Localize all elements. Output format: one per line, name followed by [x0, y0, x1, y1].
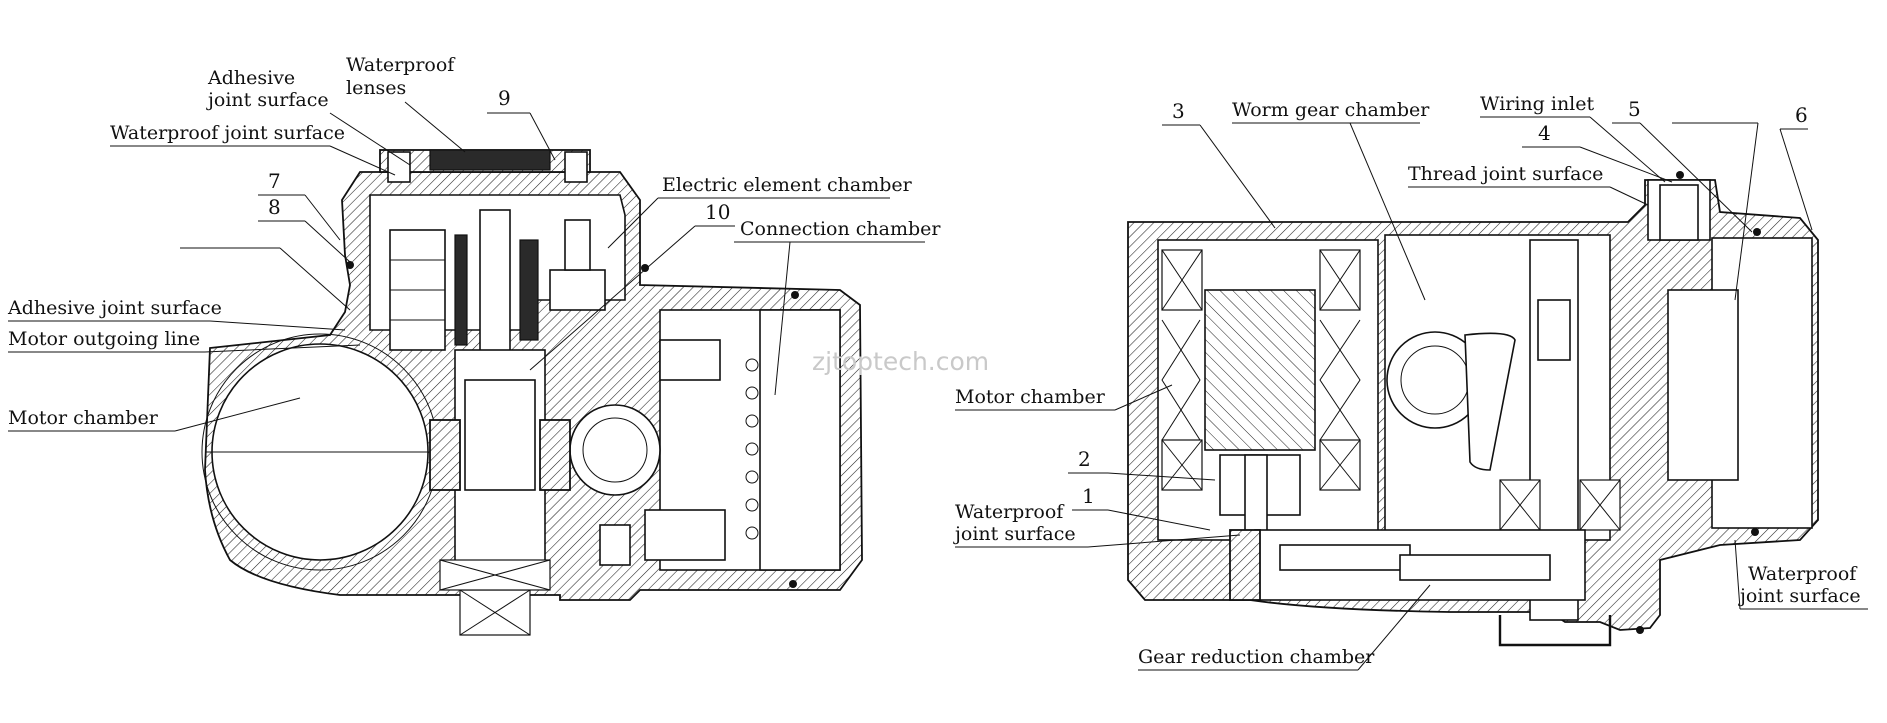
- label-number-9: 9: [498, 86, 511, 110]
- label-waterproof-joint-left-l1: Waterproof: [955, 501, 1065, 523]
- right-view-drawing: [1127, 171, 1819, 647]
- left-view-annotations: Adhesive joint surface Waterproof lenses…: [7, 54, 941, 432]
- waterproof-lens: [429, 149, 551, 171]
- label-number-5: 5: [1628, 97, 1641, 121]
- label-number-7: 7: [268, 169, 281, 193]
- label-motor-outgoing-line: Motor outgoing line: [8, 328, 200, 350]
- label-worm-gear-chamber: Worm gear chamber: [1232, 99, 1430, 121]
- label-adhesive-top-l2: joint surface: [206, 89, 329, 111]
- label-motor-chamber-left: Motor chamber: [8, 407, 159, 429]
- label-connection-chamber: Connection chamber: [740, 218, 941, 240]
- terminal-screws: [745, 358, 759, 540]
- label-number-4: 4: [1538, 121, 1551, 145]
- label-waterproof-lenses-l1: Waterproof: [346, 54, 456, 76]
- motor-rotor: [1204, 289, 1316, 451]
- label-waterproof-joint-right-l2: joint surface: [1738, 585, 1861, 607]
- label-electric-element-chamber: Electric element chamber: [662, 174, 913, 196]
- left-view-drawing: [201, 149, 863, 636]
- label-waterproof-joint-surface: Waterproof joint surface: [110, 122, 345, 144]
- label-number-8: 8: [268, 195, 281, 219]
- label-waterproof-joint-left-l2: joint surface: [953, 523, 1076, 545]
- watermark-text: zjtoptech.com: [812, 347, 989, 376]
- label-number-10: 10: [705, 200, 730, 224]
- label-gear-reduction-chamber: Gear reduction chamber: [1138, 646, 1375, 668]
- label-wiring-inlet: Wiring inlet: [1480, 93, 1595, 115]
- label-number-3: 3: [1172, 99, 1185, 123]
- label-adhesive-joint-surface: Adhesive joint surface: [7, 297, 222, 319]
- label-number-6: 6: [1795, 103, 1808, 127]
- stator-windings: [1161, 249, 1361, 491]
- label-waterproof-lenses-l2: lenses: [346, 77, 406, 99]
- label-number-2: 2: [1078, 447, 1091, 471]
- label-thread-joint-surface: Thread joint surface: [1408, 163, 1603, 185]
- label-adhesive-top-l1: Adhesive: [207, 67, 295, 89]
- right-view-annotations: 3 Worm gear chamber Wiring inlet 5 6 4 T…: [953, 93, 1868, 671]
- label-waterproof-joint-right-l1: Waterproof: [1748, 563, 1858, 585]
- label-number-1: 1: [1082, 484, 1095, 508]
- label-motor-chamber-right: Motor chamber: [955, 386, 1106, 408]
